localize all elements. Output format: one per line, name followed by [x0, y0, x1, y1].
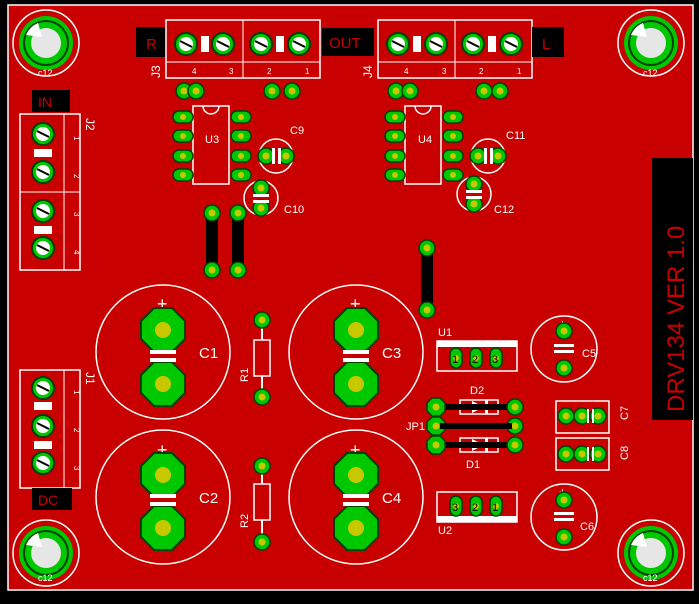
cap-c2: + C2 — [95, 429, 231, 565]
c1-ref: C1 — [199, 345, 218, 362]
cap-c5: + C5 — [530, 315, 598, 383]
regulator-u1: 1 2 3 U1 — [436, 327, 518, 372]
u1-pin-label: 3 — [492, 354, 498, 366]
j2-ref: J2 — [83, 118, 97, 131]
j4-ref: J4 — [361, 65, 375, 78]
mount-hole-top-left — [12, 9, 80, 77]
mount-hole-label: c12 — [643, 68, 658, 78]
j3-pin-label: 4 — [192, 67, 197, 76]
cap-c4: + C4 — [288, 429, 424, 565]
u3-ref: U3 — [205, 134, 219, 146]
ic-u4: U4 — [384, 105, 464, 185]
svg-text:+: + — [350, 440, 361, 460]
mount-hole-label: c12 — [643, 573, 658, 583]
u1-pin-label: 1 — [452, 354, 458, 366]
c11-ref: C11 — [506, 130, 525, 142]
u1-ref: U1 — [438, 327, 452, 339]
out-label: OUT — [329, 35, 361, 52]
j1-ref: J1 — [83, 372, 97, 385]
resistor-r1: R1 — [239, 311, 271, 406]
jp1-ref: JP1 — [406, 421, 425, 433]
svg-text:+: + — [157, 294, 168, 314]
j3-pin-label: 1 — [305, 67, 310, 76]
j3-label: R — [146, 36, 157, 53]
j3-pin-label: 2 — [267, 67, 272, 76]
j4-pin-label: 4 — [404, 67, 409, 76]
cap-c3: + C3 — [288, 284, 424, 420]
u2-ref: U2 — [438, 525, 452, 537]
cap-c9: C9 — [257, 125, 304, 174]
c2-ref: C2 — [199, 490, 218, 507]
j2-pin-label: 2 — [72, 174, 81, 179]
j3-ref: J3 — [149, 65, 163, 78]
resistor-r2: R2 — [239, 457, 271, 551]
cap-c7: C7 — [555, 400, 631, 434]
mount-hole-label: c12 — [38, 573, 53, 583]
connector-j3: R 4 3 2 1 J3 — [136, 19, 321, 79]
r1-ref: R1 — [239, 368, 251, 382]
j4-pin-label: 1 — [517, 67, 522, 76]
cap-c10: C10 — [243, 179, 304, 217]
c10-ref: C10 — [284, 204, 304, 216]
c6-ref: C6 — [580, 521, 594, 533]
ic-u3: U3 — [172, 105, 252, 185]
cap-c12: C12 — [456, 175, 514, 216]
regulator-u2: 3 2 1 U2 — [436, 491, 518, 537]
wire-jumper-left — [203, 204, 247, 279]
u1-pin-label: 2 — [472, 354, 478, 366]
board-title: DRV134 VER 1.0 — [663, 226, 690, 412]
d1-ref: D1 — [466, 459, 480, 471]
j4-pin-label: 3 — [442, 67, 447, 76]
c12-ref: C12 — [494, 204, 514, 216]
mount-hole-top-right — [617, 9, 685, 77]
u2-pin-label: 1 — [492, 502, 498, 514]
c3-ref: C3 — [382, 345, 401, 362]
j1-label: DC — [38, 492, 58, 508]
u4-ref: U4 — [418, 134, 432, 146]
cap-c8: C8 — [555, 437, 631, 471]
j2-pin-label: 4 — [72, 250, 81, 255]
r2-ref: R2 — [239, 514, 251, 528]
c5-ref: C5 — [582, 348, 596, 360]
j1-pin-label: 2 — [72, 428, 81, 433]
title-block — [652, 158, 693, 420]
jumper-jp1: JP1 — [406, 397, 524, 455]
j4-pin-label: 2 — [479, 67, 484, 76]
j4-label: L — [542, 36, 550, 53]
j2-label: IN — [38, 94, 52, 110]
wire-jumper-right — [418, 239, 436, 319]
j2-pin-label: 3 — [72, 212, 81, 217]
mount-hole-label: c12 — [38, 68, 53, 78]
connector-j4: L 4 3 2 1 J4 — [361, 19, 564, 79]
cap-c6: + C6 — [530, 483, 598, 551]
u2-pin-label: 2 — [472, 502, 478, 514]
cap-c1: + C1 — [95, 284, 231, 420]
j1-pin-label: 1 — [72, 390, 81, 395]
cap-c11: C11 — [469, 130, 525, 174]
connector-j1: 1 2 3 J1 DC — [19, 369, 97, 510]
j1-pin-label: 3 — [72, 466, 81, 471]
svg-text:+: + — [157, 440, 168, 460]
d2-ref: D2 — [470, 385, 484, 397]
c7-ref: C7 — [619, 406, 631, 420]
svg-text:+: + — [350, 294, 361, 314]
out-label-box — [322, 28, 374, 56]
c8-ref: C8 — [619, 446, 631, 460]
j2-pin-label: 1 — [72, 136, 81, 141]
connector-j2: IN 1 2 3 4 J2 — [19, 90, 97, 271]
c9-ref: C9 — [290, 125, 304, 137]
j3-pin-label: 3 — [229, 67, 234, 76]
c4-ref: C4 — [382, 490, 401, 507]
u2-pin-label: 3 — [452, 502, 458, 514]
